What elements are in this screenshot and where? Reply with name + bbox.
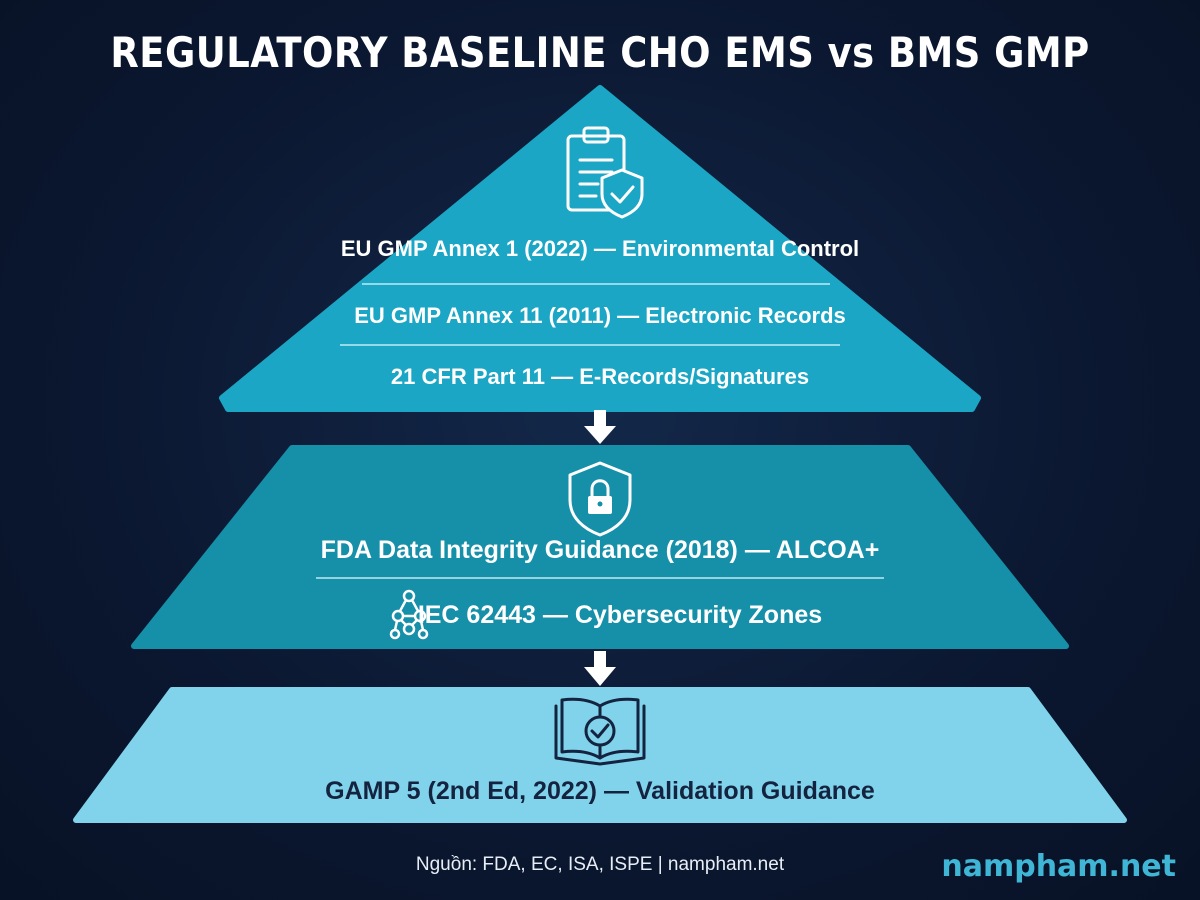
tier-1-item: EU GMP Annex 11 (2011) — Electronic Reco…: [354, 303, 846, 328]
shield-lock-icon: [568, 461, 632, 537]
tier-1-shape: [219, 85, 981, 412]
clipboard-shield-icon: [566, 126, 644, 219]
arrow-down-icon: [584, 410, 616, 444]
tier-2-item: IEC 62443 — Cybersecurity Zones: [417, 601, 823, 629]
network-nodes-icon: [389, 589, 429, 640]
tier-2-shape: [131, 445, 1069, 649]
book-check-icon: [554, 697, 646, 766]
tier-2-item: FDA Data Integrity Guidance (2018) — ALC…: [320, 536, 880, 564]
tier-1-item: 21 CFR Part 11 — E-Records/Signatures: [390, 364, 810, 389]
source-note: Nguồn: FDA, EC, ISA, ISPE | nampham.net: [415, 854, 785, 875]
page-title: REGULATORY BASELINE CHO EMS vs BMS GMP: [110, 28, 1090, 77]
arrow-down-icon: [584, 651, 616, 686]
tier-3-item: GAMP 5 (2nd Ed, 2022) — Validation Guida…: [325, 777, 875, 805]
tier-1-item: EU GMP Annex 1 (2022) — Environmental Co…: [340, 236, 860, 261]
brand-logo-text[interactable]: nampham.net: [941, 849, 1176, 884]
